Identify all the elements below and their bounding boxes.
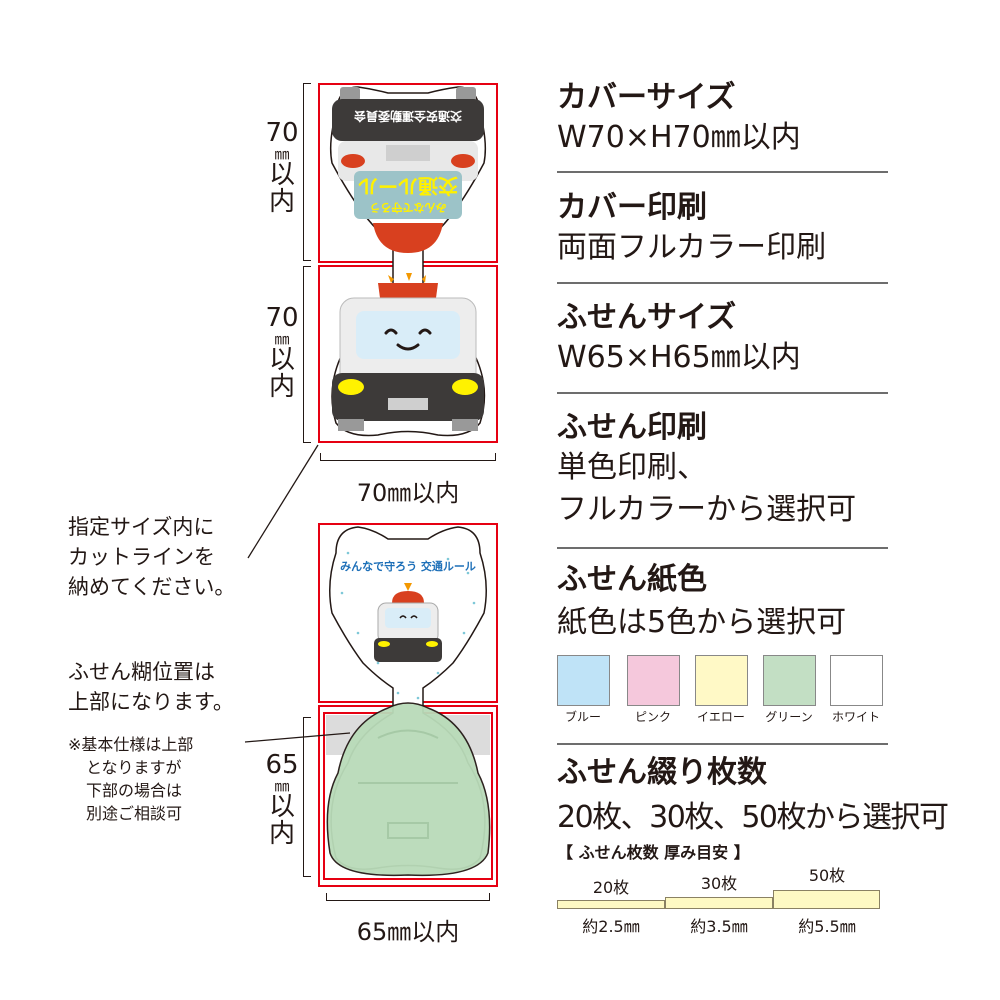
sticky-width-label: 65㎜以内 bbox=[356, 918, 460, 946]
thickness-count-label: 20枚 bbox=[592, 878, 630, 897]
swatch-green[interactable] bbox=[763, 655, 816, 706]
thickness-count-label: 50枚 bbox=[808, 866, 846, 885]
swatch-label: ブルー bbox=[564, 710, 601, 724]
divider bbox=[557, 171, 888, 173]
sticky-print-value-2: フルカラーから選択可 bbox=[557, 492, 857, 527]
sticky-print-title: ふせん印刷 bbox=[557, 410, 707, 445]
sticky-size-value: W65×H65㎜以内 bbox=[557, 340, 801, 375]
thickness-count-label: 30枚 bbox=[700, 874, 738, 893]
cover-width-label: 70㎜以内 bbox=[356, 479, 460, 507]
sticky-height-bracket bbox=[303, 717, 311, 877]
paper-color-value: 紙色は5色から選択可 bbox=[557, 605, 847, 640]
cover-size-title: カバーサイズ bbox=[557, 80, 736, 115]
swatch-white[interactable] bbox=[830, 655, 883, 706]
thickness-value-label: 約5.5㎜ bbox=[798, 917, 856, 936]
divider bbox=[557, 282, 888, 284]
swatch-blue[interactable] bbox=[557, 655, 610, 706]
swatch-yellow[interactable] bbox=[695, 655, 748, 706]
divider bbox=[557, 547, 888, 549]
sticky-print-value-1: 単色印刷、 bbox=[557, 450, 707, 485]
sticky-height-label: 65 ㎜ 以 内 bbox=[265, 750, 299, 849]
divider bbox=[557, 392, 888, 394]
thickness-bar-50 bbox=[773, 890, 880, 909]
cover-width-bracket bbox=[320, 453, 496, 461]
cover-height-label: 70 ㎜ 以 内 bbox=[265, 118, 299, 217]
glue-note: ふせん糊位置は 上部になります。 bbox=[68, 660, 234, 714]
note-height-bracket bbox=[303, 266, 311, 443]
sheet-count-title: ふせん綴り枚数 bbox=[557, 755, 767, 790]
swatch-label: グリーン bbox=[765, 710, 813, 724]
sticky-green-note bbox=[326, 702, 491, 877]
cover-print-title: カバー印刷 bbox=[557, 190, 707, 225]
thickness-bar-30 bbox=[665, 897, 773, 909]
swatch-pink[interactable] bbox=[627, 655, 680, 706]
note-height-label: 70 ㎜ 以 内 bbox=[265, 303, 299, 402]
glue-subnote: ※基本仕様は上部 となりますが 下部の場合は 別途ご相談可 bbox=[68, 735, 194, 823]
cover-print-value: 両面フルカラー印刷 bbox=[557, 230, 827, 265]
sticky-size-title: ふせんサイズ bbox=[557, 300, 737, 335]
thickness-value-label: 約3.5㎜ bbox=[690, 917, 748, 936]
paper-color-title: ふせん紙色 bbox=[557, 562, 707, 597]
cutline-note: 指定サイズ内に カットラインを 納めてください。 bbox=[68, 515, 236, 599]
divider bbox=[557, 743, 888, 745]
swatch-label: ピンク bbox=[634, 710, 671, 724]
cover-height-bracket bbox=[303, 83, 311, 261]
swatch-label: ホワイト bbox=[831, 710, 880, 724]
sheet-count-value: 20枚、30枚、50枚から選択可 bbox=[557, 800, 949, 835]
cover-size-value: W70×H70㎜以内 bbox=[557, 120, 801, 155]
sticky-note-illustration bbox=[326, 526, 491, 877]
thickness-bar-20 bbox=[557, 900, 665, 909]
thickness-value-label: 約2.5㎜ bbox=[582, 917, 640, 936]
cover-police-car-illustration bbox=[329, 86, 487, 437]
thickness-guide-title: 【 ふせん枚数 厚み目安 】 bbox=[557, 843, 750, 862]
sticky-arc-text: みんなで守ろう 交通ルール bbox=[340, 560, 476, 573]
swatch-label: イエロー bbox=[697, 710, 745, 724]
sticky-width-bracket bbox=[326, 893, 490, 901]
